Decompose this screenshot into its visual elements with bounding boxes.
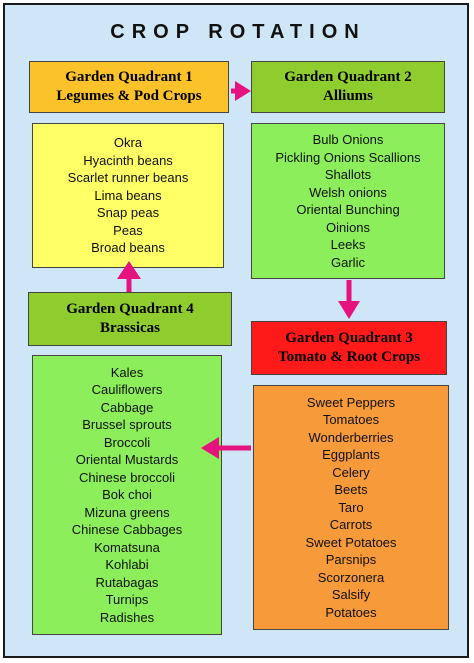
crop-item: Turnips <box>105 592 149 608</box>
crop-item: Beets <box>334 482 368 498</box>
crop-item: Taro <box>338 499 364 515</box>
crop-item: Parsnips <box>325 552 377 568</box>
crop-item: Sweet Peppers <box>306 394 396 410</box>
crop-item: Broad beans <box>91 240 165 256</box>
crop-item: Lima beans <box>94 187 162 203</box>
quadrant-4-subtitle: Brassicas <box>100 320 160 336</box>
quadrant-2-header: Garden Quadrant 2 Alliums <box>251 61 445 113</box>
crop-item: Broccoli <box>103 434 151 450</box>
crop-item: Okra <box>113 135 143 151</box>
crop-item: Potatoes <box>325 604 377 620</box>
crop-item: Sweet Potatoes <box>305 534 397 550</box>
crop-item: Chinese Cabbages <box>71 522 183 538</box>
crop-item: Cauliflowers <box>91 382 163 398</box>
crop-item: Snap peas <box>96 205 160 221</box>
crop-item: Oriental Bunching <box>296 202 400 217</box>
quadrant-1-header: Garden Quadrant 1 Legumes & Pod Crops <box>29 61 229 113</box>
crop-item: Wonderberries <box>308 429 394 445</box>
diagram-frame: CROP ROTATION Garden Quadrant 1 Legumes … <box>3 3 469 658</box>
crop-item: Komatsuna <box>94 539 160 555</box>
quadrant-3-header: Garden Quadrant 3 Tomato & Root Crops <box>251 321 447 375</box>
arrow-q2-to-q3 <box>338 280 360 319</box>
diagram-title: CROP ROTATION <box>110 21 366 43</box>
quadrant-1-subtitle: Legumes & Pod Crops <box>56 88 202 104</box>
crop-item: Bok choi <box>102 487 152 503</box>
crop-item: Leeks <box>330 237 366 252</box>
crop-item: Salsify <box>331 587 371 603</box>
quadrant-4-header: Garden Quadrant 4 Brassicas <box>28 292 232 346</box>
quadrant-2-title: Garden Quadrant 2 <box>284 69 412 85</box>
crop-item: Carrots <box>329 517 373 533</box>
rotation-arrows <box>117 81 360 459</box>
quadrant-4-title: Garden Quadrant 4 <box>66 301 194 317</box>
crop-item: Hyacinth beans <box>83 152 173 168</box>
quadrant-1-title: Garden Quadrant 1 <box>65 69 193 85</box>
crop-item: Pickling Onions Scallions <box>275 149 421 165</box>
quadrant-4-crop-list: Kales Cauliflowers Cabbage Brussel sprou… <box>32 355 222 635</box>
crop-item: Shallots <box>324 167 372 182</box>
quadrant-1-crop-list: Okra Hyacinth beans Scarlet runner beans… <box>32 123 224 268</box>
quadrant-2-crop-list: Bulb Onions Pickling Onions Scallions Sh… <box>251 123 445 279</box>
crop-item: Tomatoes <box>322 412 380 428</box>
arrow-q4-to-q1 <box>117 261 141 292</box>
crop-item: Welsh onions <box>309 184 387 200</box>
quadrant-2-subtitle: Alliums <box>322 88 373 104</box>
crop-item: Radishes <box>99 609 155 625</box>
arrow-q1-to-q2 <box>231 81 251 101</box>
crop-item: Eggplants <box>322 447 380 463</box>
crop-item: Rutabagas <box>95 574 159 590</box>
crop-item: Oinions <box>325 219 371 235</box>
quadrant-3-title: Garden Quadrant 3 <box>285 330 413 346</box>
crop-item: Chinese broccoli <box>78 469 176 485</box>
crop-item: Brussel sprouts <box>82 417 172 433</box>
quadrant-3-crop-list: Sweet Peppers Tomatoes Wonderberries Egg… <box>253 385 449 630</box>
arrow-q3-to-q4 <box>201 437 251 459</box>
crop-item: Peas <box>113 222 143 238</box>
crop-item: Kohlabi <box>105 557 149 573</box>
crop-item: Oriental Mustards <box>75 452 179 468</box>
crop-item: Scarlet runner beans <box>67 170 189 186</box>
crop-item: Bulb Onions <box>312 132 384 147</box>
crop-item: Cabbage <box>100 399 154 415</box>
crop-item: Scorzonera <box>317 569 385 585</box>
crop-item: Garlic <box>331 254 365 270</box>
crop-item: Mizuna greens <box>84 504 170 520</box>
crop-item: Celery <box>332 464 370 480</box>
crop-item: Kales <box>110 364 144 380</box>
quadrant-3-subtitle: Tomato & Root Crops <box>277 349 421 365</box>
